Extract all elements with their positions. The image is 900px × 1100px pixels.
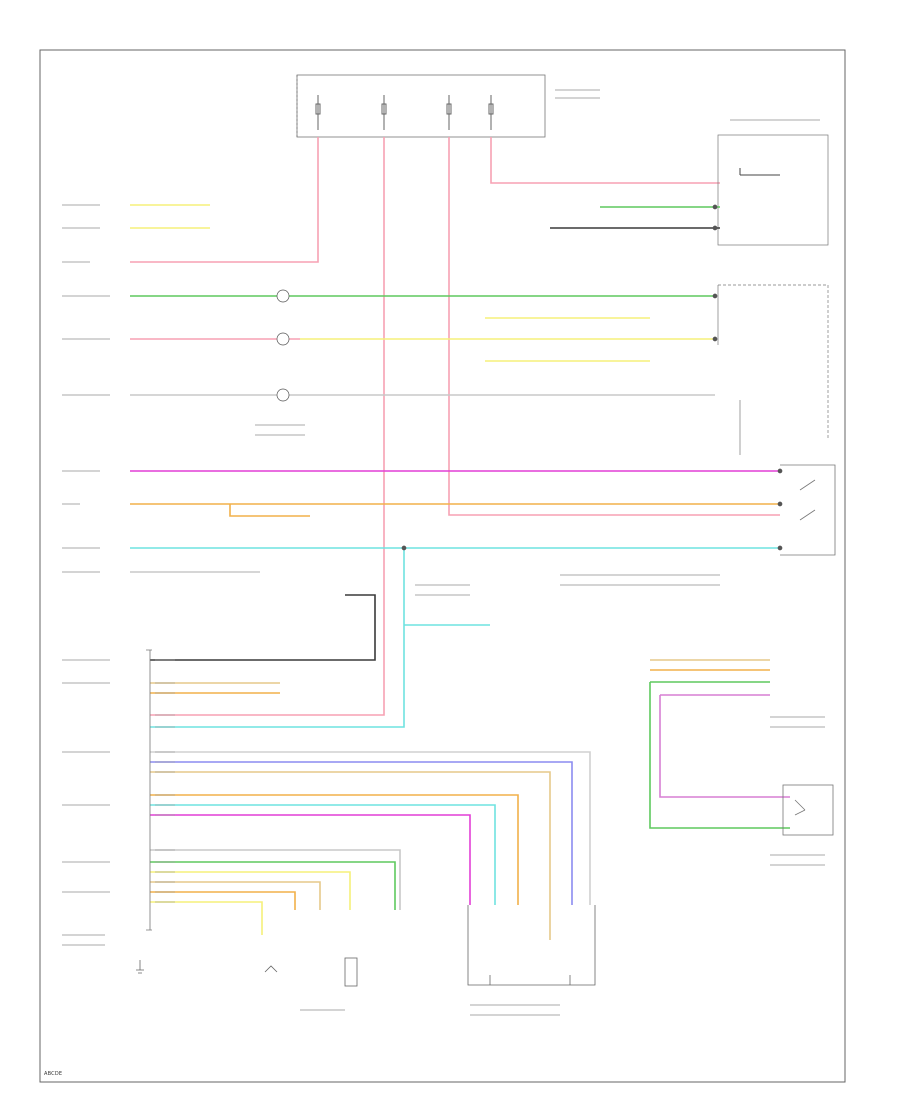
wire-yellow-b1 [150, 871, 351, 910]
fuse-block [296, 74, 546, 138]
diagram-footer-code: ABCDE [44, 1071, 63, 1077]
right-mid-module [717, 284, 829, 455]
splice-icon [712, 204, 718, 210]
fuse-1 [315, 95, 321, 130]
splice-icon [777, 501, 783, 507]
resistor-icon [344, 957, 358, 987]
fuse-2 [381, 95, 387, 130]
right-lower-module [782, 784, 834, 836]
brake-switch-module [780, 464, 836, 556]
wire-magenta-r1 [659, 694, 790, 798]
connector-icon [276, 332, 290, 346]
wire-green-r2 [649, 682, 790, 829]
wire-batt-red [130, 137, 319, 263]
wire-magenta-low [150, 814, 471, 905]
wire-grey-low [150, 751, 591, 905]
splice-icon [712, 336, 718, 342]
splice-icon [712, 293, 718, 299]
ground-icon [264, 965, 278, 973]
wire-blue-low [150, 761, 573, 905]
wire-label-marks [62, 89, 825, 1016]
splice-icon [777, 468, 783, 474]
connectors [276, 204, 783, 551]
pin-ticks [155, 659, 175, 903]
splice-icon [712, 225, 718, 231]
wire-green-b1 [150, 861, 396, 910]
connector-icon [276, 388, 290, 402]
wire-group [130, 137, 780, 716]
wire-cyan-low [150, 804, 496, 905]
wire-red-brake [448, 137, 780, 516]
wire-cyan-down [150, 548, 405, 728]
wire-tan-b1 [150, 881, 321, 910]
splice-icon [401, 545, 407, 551]
ecm-module-bracket [146, 649, 152, 931]
bottom-components [136, 905, 596, 987]
diagram-border [39, 49, 846, 1083]
wire-grey-b1 [150, 849, 401, 910]
wire-orange-branch [229, 504, 310, 517]
fuse-3 [446, 95, 452, 130]
splice-icon [777, 545, 783, 551]
wire-orange-low [150, 794, 519, 905]
wire-tan-low [150, 771, 551, 940]
wire-red-top [490, 137, 720, 184]
connector-icon [276, 289, 290, 303]
fuse-4 [488, 95, 494, 130]
wire-orange-b1 [150, 891, 296, 910]
wire-red-long [150, 137, 385, 716]
top-right-module [717, 134, 829, 246]
wire-black-ground [150, 594, 376, 661]
wire-yellow-b2 [150, 901, 263, 935]
